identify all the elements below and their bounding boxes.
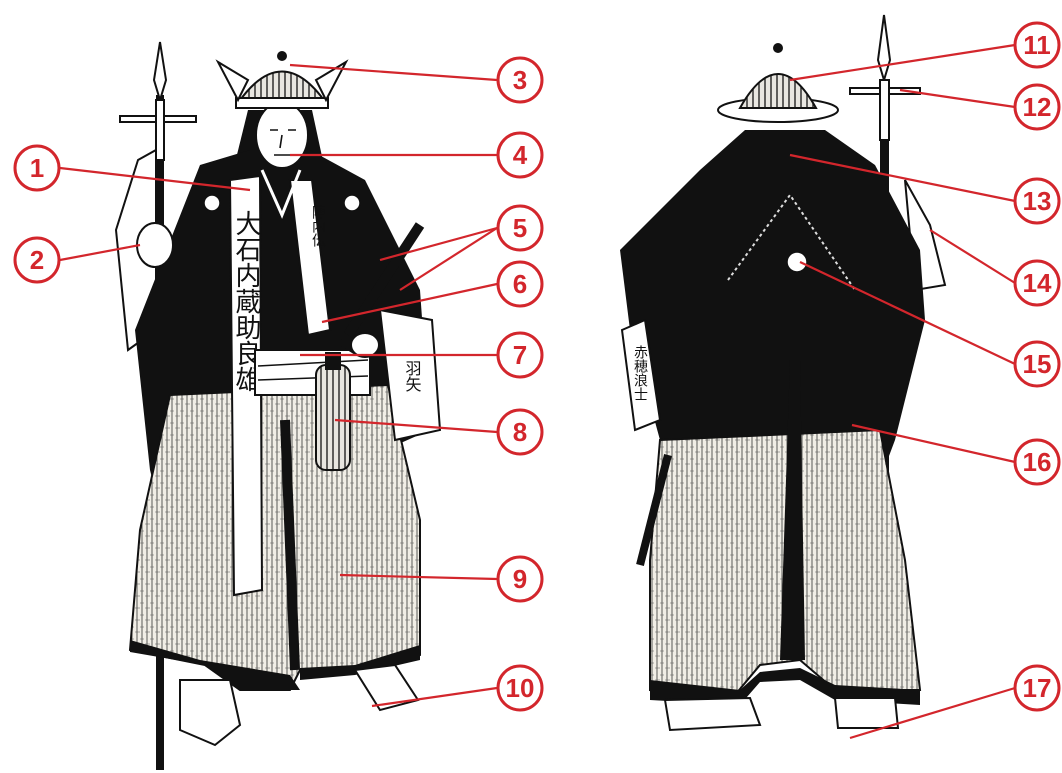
front-helmet [218, 51, 346, 108]
callout-11: 11 [1015, 23, 1059, 67]
callout-9: 9 [498, 557, 542, 601]
callout-label: 6 [513, 269, 527, 299]
callout-label: 1 [30, 153, 44, 183]
callout-17: 17 [1015, 666, 1059, 710]
callout-label: 14 [1023, 268, 1052, 298]
callout-14: 14 [1015, 261, 1059, 305]
back-mon-crest [787, 252, 807, 272]
callout-16: 16 [1015, 440, 1059, 484]
callout-8: 8 [498, 410, 542, 454]
callout-15: 15 [1015, 342, 1059, 386]
callout-2: 2 [15, 238, 59, 282]
front-tassel [316, 365, 350, 470]
callout-5: 5 [498, 206, 542, 250]
sleeve-text-front: 陣内伝 [310, 205, 326, 247]
callout-label: 12 [1023, 92, 1052, 122]
callout-label: 9 [513, 564, 527, 594]
callout-label: 17 [1023, 673, 1052, 703]
callout-label: 16 [1023, 447, 1052, 477]
callout-6: 6 [498, 262, 542, 306]
callout-label: 13 [1023, 186, 1052, 216]
callout-label: 3 [513, 65, 527, 95]
back-helmet [718, 43, 838, 122]
callout-label: 11 [1023, 30, 1051, 60]
front-obi [255, 350, 370, 395]
back-view-figure: 赤穂浪士 [620, 15, 945, 730]
callout-12: 12 [1015, 85, 1059, 129]
callout-label: 4 [513, 140, 528, 170]
callout-label: 7 [513, 340, 527, 370]
callout-4: 4 [498, 133, 542, 177]
sleeve-text-back: 赤穂浪士 [632, 345, 648, 401]
callout-label: 15 [1023, 349, 1052, 379]
callout-label: 8 [513, 417, 527, 447]
callout-13: 13 [1015, 179, 1059, 223]
callout-7: 7 [498, 333, 542, 377]
callout-3: 3 [498, 58, 542, 102]
front-view-figure: 大石内蔵助良雄 陣内伝 羽矢 [116, 42, 440, 770]
callout-1: 1 [15, 146, 59, 190]
callout-label: 10 [506, 673, 535, 703]
callout-label: 5 [513, 213, 527, 243]
back-sandals [665, 698, 898, 730]
callout-label: 2 [30, 245, 44, 275]
hem-text: 羽矢 [403, 360, 422, 392]
front-hakama [130, 385, 420, 690]
callout-10: 10 [498, 666, 542, 710]
front-mon-crest [204, 195, 220, 211]
